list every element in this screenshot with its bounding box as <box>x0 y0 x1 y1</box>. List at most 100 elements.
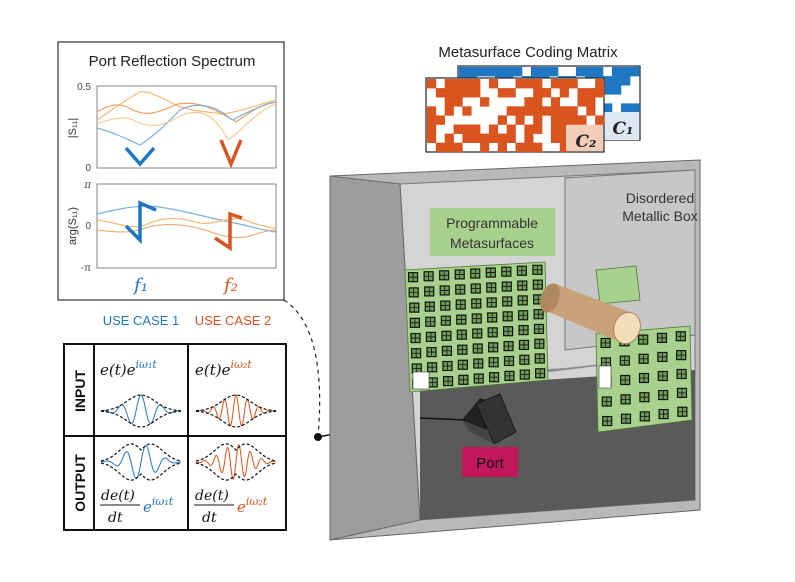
f1-magnitude-dip <box>124 146 156 167</box>
matrix-cell <box>435 115 445 125</box>
metasurface-unit-cell-grid <box>534 324 544 334</box>
metasurface-unit-cell-grid <box>441 316 451 326</box>
matrix-cell <box>533 88 543 98</box>
matrix-cell <box>435 142 445 153</box>
back-panel-white-cell <box>412 371 430 390</box>
matrix-cell <box>495 67 505 77</box>
metasurface-unit-cell-grid <box>443 361 452 371</box>
matrix-cell <box>488 133 499 143</box>
metasurface-unit-cell-grid <box>502 282 512 292</box>
metasurface-unit-cell-grid <box>504 341 514 351</box>
matrix-cell <box>621 67 631 77</box>
matrix-cell <box>531 67 541 77</box>
matrix-cell <box>462 106 472 116</box>
metasurface-unit-cell-grid <box>425 302 435 312</box>
matrix-cell <box>586 88 596 98</box>
matrix-cell <box>559 142 569 153</box>
metasurface-unit-cell-grid <box>473 344 483 353</box>
metasurface-unit-cell-grid <box>472 314 482 323</box>
metasurface-unit-cell-grid <box>657 352 667 362</box>
right-panel-white-cell <box>598 365 612 389</box>
matrix-cell <box>524 106 534 116</box>
matrix-cell <box>488 124 499 134</box>
metasurface-unit-cell-grid <box>488 342 498 352</box>
metasurface-unit-cell-grid <box>440 301 450 311</box>
output-1-waveform <box>100 444 182 480</box>
matrix-cell <box>444 97 454 107</box>
matrix-cell <box>595 115 605 125</box>
port-label: Port <box>462 447 518 477</box>
matrix-cell <box>603 76 613 86</box>
matrix-cell <box>515 115 525 125</box>
matrix-cell <box>504 67 514 77</box>
matrix-cell <box>568 106 578 116</box>
matrix-cell <box>603 85 613 95</box>
input-2-waveform <box>196 394 276 427</box>
metasurface-label: Programmable Metasurfaces <box>430 208 555 256</box>
metasurface-unit-cell-grid <box>487 312 497 322</box>
metasurface-unit-cell-grid <box>533 280 543 290</box>
top-curve-thin-blue <box>96 101 277 146</box>
metasurface-unit-cell-grid <box>658 390 668 400</box>
c1-label-bg <box>603 112 639 140</box>
metasurface-unit-cell-grid <box>657 333 667 343</box>
metasurface-unit-cell-grid <box>411 348 421 358</box>
matrix-cell <box>550 124 561 134</box>
matrix-cell <box>533 97 543 107</box>
metasurface-unit-cell-grid <box>473 359 483 368</box>
matrix-cell <box>630 103 640 113</box>
port-feed-line <box>419 417 467 421</box>
f1-label: f₁ <box>132 275 148 296</box>
metasurface-unit-cell-grid <box>471 299 481 308</box>
matrix-cell <box>462 124 472 134</box>
matrix-c2-cells <box>427 79 605 153</box>
c2-label-bg <box>566 125 603 151</box>
metasurface-unit-cell-grid <box>470 269 480 278</box>
metasurface-unit-cell-grid <box>504 371 514 381</box>
metasurface-unit-cell-grid <box>409 303 419 313</box>
bottom-tick-neg-pi: -π <box>81 263 91 274</box>
matrix-cell <box>471 79 481 89</box>
spectrum-panel: Port Reflection Spectrum 0.5 0 |S₁₁| π 0… <box>57 41 285 301</box>
matrix-cell <box>550 115 561 125</box>
port-block-front <box>462 420 494 444</box>
cylinder-body <box>544 284 632 343</box>
matrix-cell <box>568 79 578 89</box>
metasurface-unit-cell-grid <box>409 287 419 297</box>
matrix-cell <box>515 79 525 89</box>
matrix-cell <box>630 67 640 77</box>
metasurface-unit-cell-grid <box>424 271 434 281</box>
input-1-waveform <box>101 394 181 425</box>
f2-magnitude-dip <box>219 139 243 169</box>
metasurface-unit-cell-grid <box>455 284 465 294</box>
bottom-axes <box>96 183 277 269</box>
matrix-cell <box>586 106 596 116</box>
metasurface-unit-cell-grid <box>426 332 436 342</box>
box-label-line2: Metallic Box <box>622 208 697 224</box>
matrix-cell <box>486 67 496 77</box>
matrix-cell <box>427 115 437 125</box>
matrix-cell <box>453 142 463 153</box>
metasurface-unit-cell-grid <box>503 311 513 321</box>
metasurface-label-line2: Metasurfaces <box>450 235 534 251</box>
matrix-cell <box>477 67 487 77</box>
matrix-cell <box>427 124 437 134</box>
output-1-denominator: dt <box>108 510 123 526</box>
metasurface-unit-cell-grid <box>443 376 453 386</box>
matrix-cell <box>488 79 499 89</box>
metasurface-unit-cell-grid <box>456 315 466 325</box>
matrix-cell <box>568 115 578 125</box>
metasurface-unit-cell-grid <box>602 397 612 407</box>
top-curve-thin-orange-a <box>96 91 277 121</box>
metasurface-unit-cell-grid <box>486 283 496 293</box>
bottom-tick-pi: π <box>83 180 91 191</box>
matrix-cell <box>462 88 472 98</box>
matrix-cell <box>577 88 587 98</box>
metasurface-unit-cell-grid <box>602 416 612 426</box>
matrix-cell <box>533 142 543 153</box>
top-ylabel: |S₁₁| <box>67 118 79 138</box>
matrix-cell <box>497 115 507 125</box>
metasurface-unit-cell-grid <box>425 317 435 327</box>
row-input-label: INPUT <box>72 370 88 412</box>
